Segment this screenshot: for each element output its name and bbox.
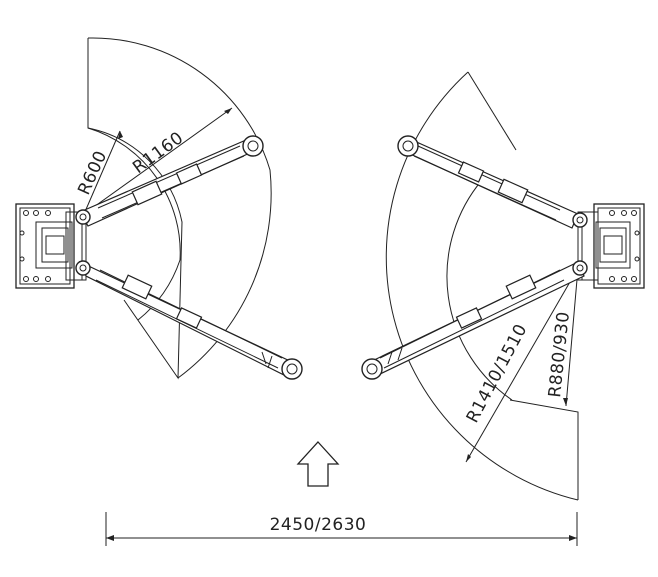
right-upper-pad [397, 135, 419, 157]
left-arm-swing-range [83, 37, 272, 380]
left-lower-arm [75, 260, 303, 380]
width-dimension [105, 512, 578, 546]
left-lower-pad [281, 358, 303, 380]
right-lower-arm [361, 260, 588, 380]
width-dimension-label: 2450/2630 [270, 515, 367, 535]
right-post [577, 203, 645, 289]
right-arm-swing-range [385, 71, 579, 501]
left-inner-radius-label: R600 [74, 148, 111, 198]
right-inner-radius-label: R880/930 [545, 310, 574, 398]
left-post [15, 203, 87, 289]
left-upper-pad [242, 135, 264, 157]
right-upper-arm [397, 135, 588, 229]
left-upper-arm [75, 135, 264, 227]
right-outer-radius-label: R1410/1510 [463, 321, 532, 427]
right-lower-pad [361, 358, 383, 380]
drive-direction-arrow-icon [296, 441, 340, 487]
